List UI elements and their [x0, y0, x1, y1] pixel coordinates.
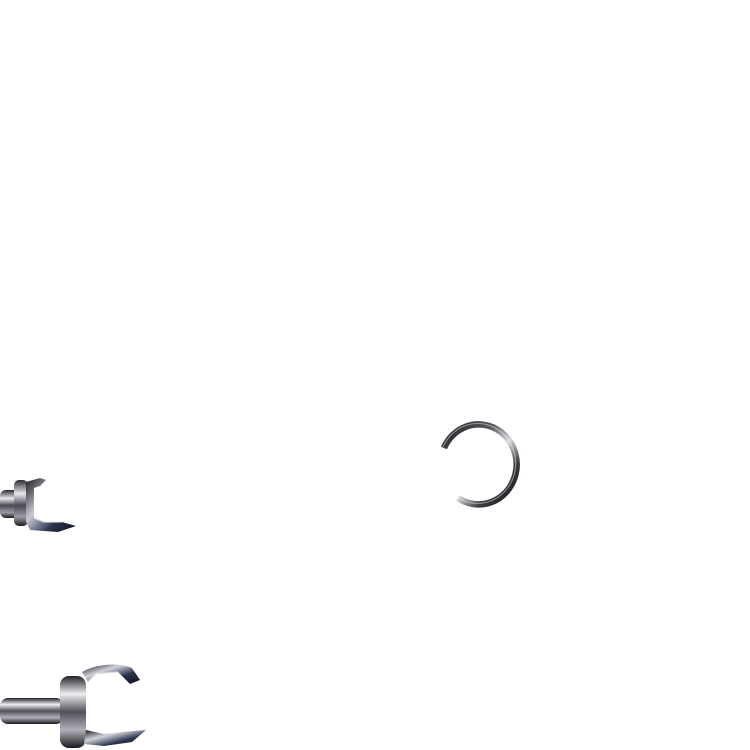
clip-upper-jaw: [82, 664, 140, 684]
ring-highlight: [442, 422, 517, 504]
clip-collar: [14, 480, 28, 526]
clip-hook-highlight: [33, 517, 62, 523]
clip-shaft: [0, 698, 64, 724]
clip-hook: [26, 478, 76, 532]
clip-lower-jaw: [84, 730, 146, 746]
ring-body: [441, 421, 520, 508]
clip-jaw-highlight: [87, 671, 119, 683]
clip-collar: [60, 676, 86, 748]
split-ring: [441, 421, 520, 508]
swivel-clip-upper: [0, 478, 76, 532]
swivel-clip-lower: [0, 664, 146, 748]
